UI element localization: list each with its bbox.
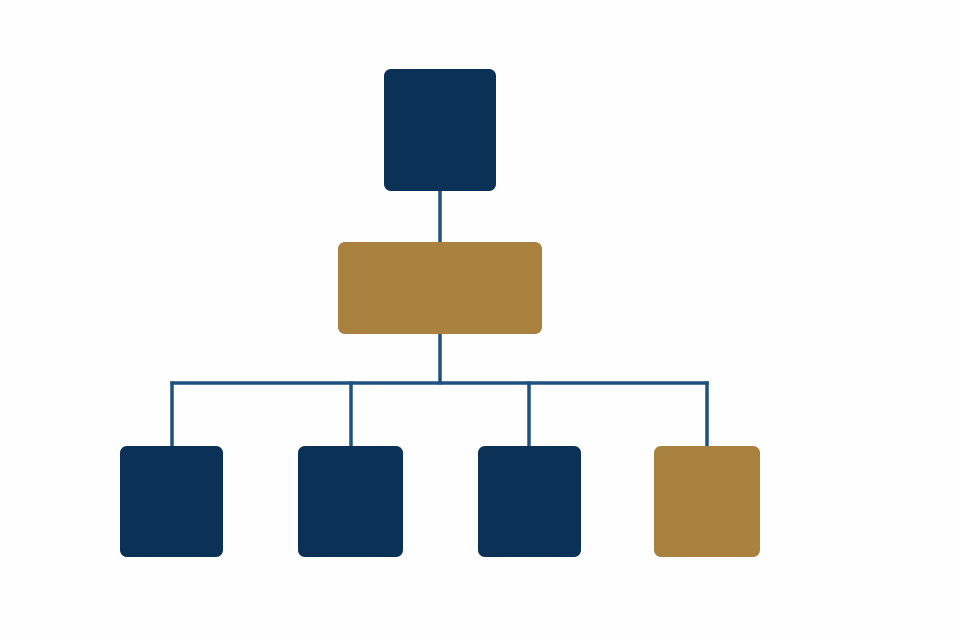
node-child-2: [298, 446, 403, 557]
node-middle: [338, 242, 542, 334]
node-top: [384, 69, 496, 191]
nodes-layer: [120, 69, 760, 557]
node-child-4: [654, 446, 760, 557]
connectors-layer: [170, 189, 709, 448]
node-child-3: [478, 446, 581, 557]
node-child-1: [120, 446, 223, 557]
